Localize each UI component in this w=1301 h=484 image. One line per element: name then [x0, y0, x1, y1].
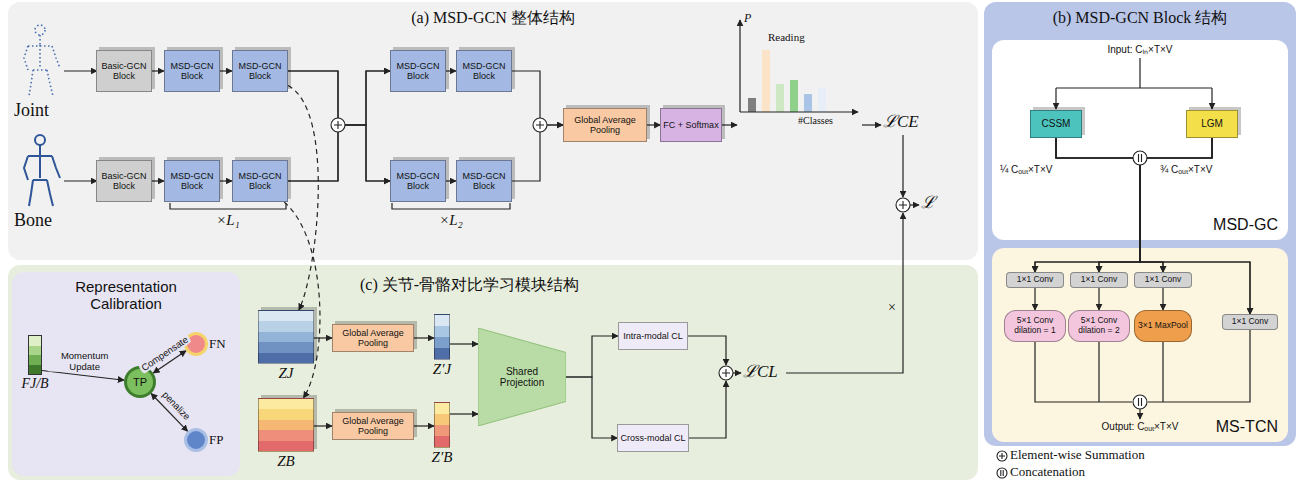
label-text: Reading: [768, 31, 805, 44]
loss-box: Intra-modal CL: [618, 322, 688, 350]
node-text: MS-TCN: [1216, 418, 1278, 436]
node-text: FC + Softmax: [663, 120, 718, 130]
node-text: Representation Calibration: [69, 278, 183, 312]
gcn-block: MSD-GCN Block: [390, 160, 446, 202]
tp-circle: TP: [124, 366, 156, 398]
node-text: (c) 关节-骨骼对比学习模块结构: [360, 275, 579, 296]
conv-box: 1×1 Conv: [1070, 272, 1128, 288]
node-text: MSD-GCN Block: [165, 61, 219, 82]
edge-label: penalize: [158, 388, 193, 424]
gcn-block: MSD-GCN Block: [164, 160, 220, 202]
gcn-block: MSD-GCN Block: [232, 160, 288, 202]
feature-map: ZB: [258, 398, 314, 452]
feature-map: ZJ: [258, 310, 314, 364]
node-text: MSD-GCN Block: [233, 171, 287, 192]
label-text: ℒCL: [743, 362, 778, 382]
label-text: ℒ: [921, 193, 935, 213]
panel: (b) MSD-GCN Block 结构 MSD-GC CSSM LGM MS-TCN 1…: [984, 2, 1296, 446]
label-text: ℒCE: [883, 112, 919, 132]
fp-circle: FP: [184, 428, 208, 452]
loss-box: Cross-modal CL: [617, 424, 688, 452]
node-text: Global Average Pooling: [333, 328, 413, 349]
module-box: MSD-GC CSSM LGM: [992, 40, 1288, 240]
node-text: Global Average Pooling: [564, 115, 646, 136]
gcn-block: Basic-GCN Block: [96, 50, 152, 92]
label-text: #Classes: [798, 115, 833, 127]
node-text: Basic-GCN Block: [97, 61, 151, 82]
legend-text: Element-wise Summation: [1010, 448, 1145, 463]
node-text: MSD-GCN Block: [391, 171, 445, 192]
node-text: Global Average Pooling: [333, 416, 413, 437]
panel: (c) 关节-骨骼对比学习模块结构 Representation Calibrat…: [8, 265, 978, 480]
node-text: FN: [209, 337, 226, 352]
node-text: Intra-modal CL: [623, 331, 683, 341]
label-text: Output: Cₒᵤₜ×T×V: [1102, 421, 1179, 433]
label-text: Bone: [14, 210, 52, 231]
node-text: MSD-GCN Block: [233, 61, 287, 82]
node-text: Shared Projection: [491, 366, 553, 389]
label-text: ¼ Cₒᵤₜ×T×V: [1000, 164, 1052, 176]
maxpool-box: 3×1 MaxPool: [1134, 310, 1192, 342]
sub-panel: Representation CalibrationFJ/B TP FN FP: [12, 272, 240, 476]
node-text: 1×1 Conv: [1017, 275, 1054, 285]
node-text: TP: [133, 376, 147, 389]
cssm-box: CSSM: [1030, 110, 1082, 138]
panel: (a) MSD-GCN 整体结构Basic-GCN BlockMSD-GCN B…: [8, 2, 978, 260]
fc-box: FC + Softmax: [660, 108, 721, 142]
gcn-block: Basic-GCN Block: [96, 160, 152, 202]
node-text: MSD-GCN Block: [165, 171, 219, 192]
pooling-box: Global Average Pooling: [563, 108, 647, 142]
pooling-box: Global Average Pooling: [332, 324, 414, 352]
node-text: MSD-GC: [1213, 216, 1278, 234]
gcn-block: MSD-GCN Block: [232, 50, 288, 92]
node-text: LGM: [1201, 118, 1223, 130]
node-text: MSD-GCN Block: [457, 61, 511, 82]
label-text: ×L₂: [439, 212, 463, 229]
label-text: Joint: [14, 100, 49, 121]
node-text: ZJ: [279, 365, 294, 382]
feature-vector: Z′J: [434, 314, 450, 360]
label-text: ×: [888, 300, 896, 316]
node-text: 5×1 Conv dilation = 2: [1069, 316, 1129, 336]
node-text: ZB: [277, 453, 295, 470]
projection-head: Shared Projection: [478, 328, 566, 426]
node-text: (b) MSD-GCN Block 结构: [1053, 8, 1228, 29]
node-text: Z′B: [432, 449, 453, 466]
node-text: Basic-GCN Block: [97, 171, 151, 192]
module-box: MS-TCN 1×1 Conv 1×1 Conv 1×1 Conv 1×1 Conv 5×…: [992, 248, 1288, 442]
node-text: 1×1 Conv: [1145, 275, 1182, 285]
label-text: ×L₁: [216, 212, 240, 229]
edge-label: Compensate: [138, 334, 192, 375]
node-text: Cross-modal CL: [620, 433, 685, 443]
node-text: CSSM: [1042, 118, 1071, 130]
conv-box: 1×1 Conv: [1006, 272, 1064, 288]
label-text: P: [744, 12, 751, 26]
node-text: FP: [209, 433, 223, 448]
label-text: ¾ Cₒᵤₜ×T×V: [1160, 164, 1212, 176]
node-text: MSD-GCN Block: [391, 61, 445, 82]
feature-bar: FJ/B: [28, 335, 42, 375]
gcn-block: MSD-GCN Block: [456, 160, 512, 202]
node-text: FJ/B: [21, 376, 48, 392]
node-text: 1×1 Conv: [1081, 275, 1118, 285]
feature-vector: Z′B: [434, 402, 450, 448]
pooling-box: Global Average Pooling: [332, 412, 414, 440]
dilated-conv: 5×1 Conv dilation = 2: [1068, 310, 1130, 342]
node-text: Z′J: [433, 361, 451, 378]
node-text: (a) MSD-GCN 整体结构: [411, 8, 575, 29]
gcn-block: MSD-GCN Block: [456, 50, 512, 92]
node-text: MSD-GCN Block: [457, 171, 511, 192]
dilated-conv: 5×1 Conv dilation = 1: [1004, 310, 1066, 342]
edge-label: Momentum Update: [47, 351, 123, 372]
gcn-block: MSD-GCN Block: [390, 50, 446, 92]
gcn-block: MSD-GCN Block: [164, 50, 220, 92]
node-text: 3×1 MaxPool: [1138, 321, 1188, 331]
node-text: 1×1 Conv: [1232, 317, 1269, 327]
lgm-box: LGM: [1186, 110, 1238, 138]
label-text: Input: Cᵢₙ×T×V: [1107, 44, 1172, 56]
node-text: 5×1 Conv dilation = 1: [1005, 316, 1065, 336]
legend-text: Concatenation: [1010, 465, 1085, 480]
conv-box: 1×1 Conv: [1222, 314, 1278, 330]
conv-box: 1×1 Conv: [1134, 272, 1192, 288]
